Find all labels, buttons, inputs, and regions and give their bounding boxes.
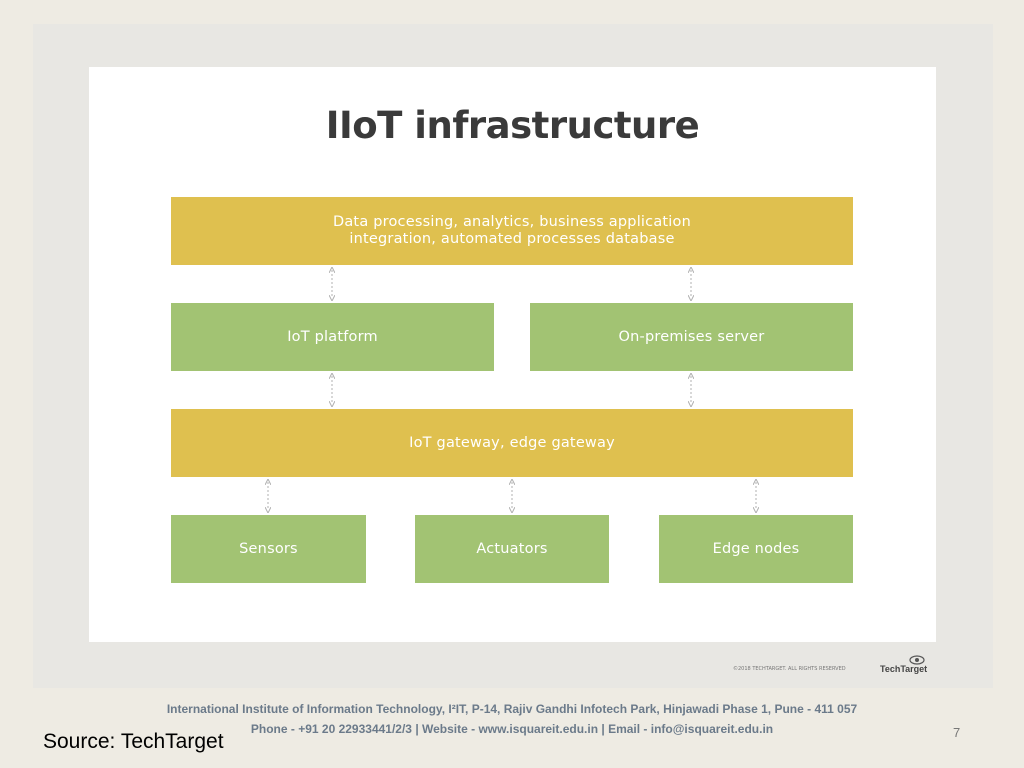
page-number: 7 [953, 725, 961, 740]
edge-nodes-label: Edge nodes [712, 540, 800, 557]
gateway-layer: IoT gateway, edge gateway [171, 409, 853, 477]
sensors-box: Sensors [171, 515, 366, 583]
iot-platform-label: IoT platform [287, 328, 378, 345]
on-premises-server-label: On-premises server [618, 328, 765, 345]
diagram-title: IIoT infrastructure [325, 104, 700, 147]
data-processing-label: Data processing, analytics, business app… [332, 214, 691, 247]
on-premises-server-box: On-premises server [530, 303, 853, 371]
actuators-box: Actuators [415, 515, 609, 583]
footer-contact: Phone - +91 20 22933441/2/3 | Website - … [250, 722, 774, 736]
techtarget-eye-icon [909, 655, 925, 665]
gateway-label: IoT gateway, edge gateway [409, 434, 615, 451]
sensors-label: Sensors [239, 540, 298, 557]
data-processing-layer: Data processing, analytics, business app… [171, 197, 853, 265]
iot-platform-box: IoT platform [171, 303, 494, 371]
footer-address: International Institute of Information T… [166, 702, 858, 716]
copyright-text: ©2018 TECHTARGET. ALL RIGHTS RESERVED [733, 666, 846, 672]
edge-nodes-box: Edge nodes [659, 515, 853, 583]
source-caption: Source: TechTarget [43, 730, 224, 753]
actuators-label: Actuators [476, 540, 548, 557]
techtarget-logo-text: TechTarget [880, 664, 928, 674]
